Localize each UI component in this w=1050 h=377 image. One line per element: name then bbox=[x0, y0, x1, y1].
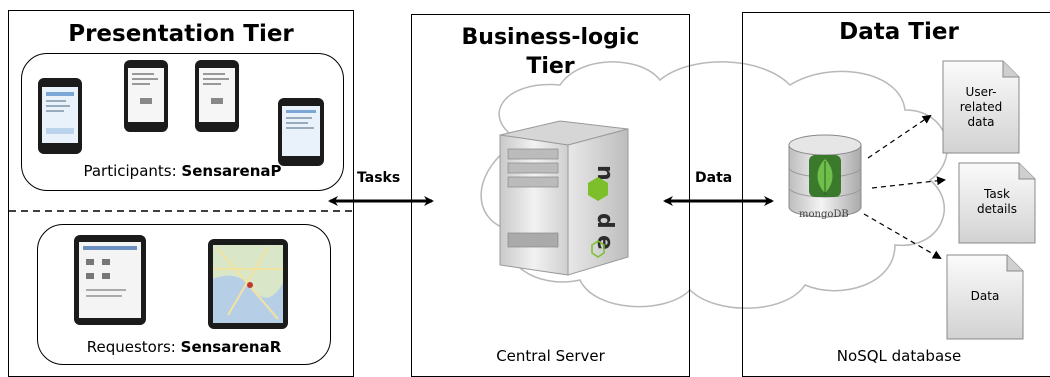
presentation-tier-panel: Presentation Tier bbox=[8, 10, 354, 377]
document-icon bbox=[958, 162, 1036, 244]
document-icon bbox=[946, 254, 1024, 340]
presentation-tier-title: Presentation Tier bbox=[68, 21, 294, 47]
nosql-database-caption: NoSQL database bbox=[836, 347, 962, 365]
smartphone-icon bbox=[195, 60, 239, 132]
business-tier-title-line2: Tier bbox=[526, 54, 575, 79]
requestors-prefix: Requestors: bbox=[86, 338, 181, 356]
participants-group: Participants: SensarenaP bbox=[21, 53, 344, 191]
document-label-line: User- bbox=[965, 85, 997, 99]
requestors-group: Requestors: SensarenaR bbox=[37, 224, 331, 365]
document-icon bbox=[942, 60, 1020, 154]
participants-caption: Participants: SensarenaP bbox=[22, 162, 343, 180]
data-tier-title: Data Tier bbox=[839, 19, 959, 45]
document-label-line: Task bbox=[984, 187, 1010, 201]
tablet-map-icon bbox=[208, 239, 288, 329]
mongodb-logo-text: mongoDB bbox=[799, 209, 849, 220]
data-tier-panel: Data Tier mongoDB bbox=[742, 12, 1050, 377]
business-tier-title-line1: Business-logic bbox=[461, 25, 640, 50]
server-icon: n d e bbox=[499, 120, 629, 276]
smartphone-icon bbox=[38, 78, 82, 154]
document-user-related-data: User- related data bbox=[942, 60, 1020, 154]
smartphone-icon bbox=[278, 98, 324, 166]
svg-text:n: n bbox=[592, 165, 617, 181]
tasks-arrow-label: Tasks bbox=[357, 170, 401, 186]
participants-app-name: SensarenaP bbox=[181, 162, 282, 180]
data-arrow-label: Data bbox=[695, 170, 733, 186]
participants-prefix: Participants: bbox=[83, 162, 182, 180]
svg-text:e: e bbox=[592, 235, 617, 250]
svg-text:d: d bbox=[592, 213, 617, 229]
smartphone-icon bbox=[124, 60, 168, 132]
requestors-caption: Requestors: SensarenaR bbox=[38, 338, 330, 356]
tier-separator-dashed bbox=[9, 210, 353, 212]
document-label-line: data bbox=[967, 115, 995, 129]
document-task-details: Task details bbox=[958, 162, 1036, 244]
document-data: Data bbox=[946, 254, 1024, 340]
document-label-line: Data bbox=[970, 289, 1000, 303]
central-server-caption: Central Server bbox=[496, 347, 605, 365]
mongodb-database-icon bbox=[788, 134, 862, 218]
tablet-icon bbox=[74, 235, 146, 325]
business-tier-panel: Business-logic Tier n d e bbox=[411, 14, 690, 377]
document-label-line: details bbox=[977, 202, 1017, 216]
document-label-line: related bbox=[959, 100, 1003, 114]
requestors-app-name: SensarenaR bbox=[180, 338, 282, 356]
